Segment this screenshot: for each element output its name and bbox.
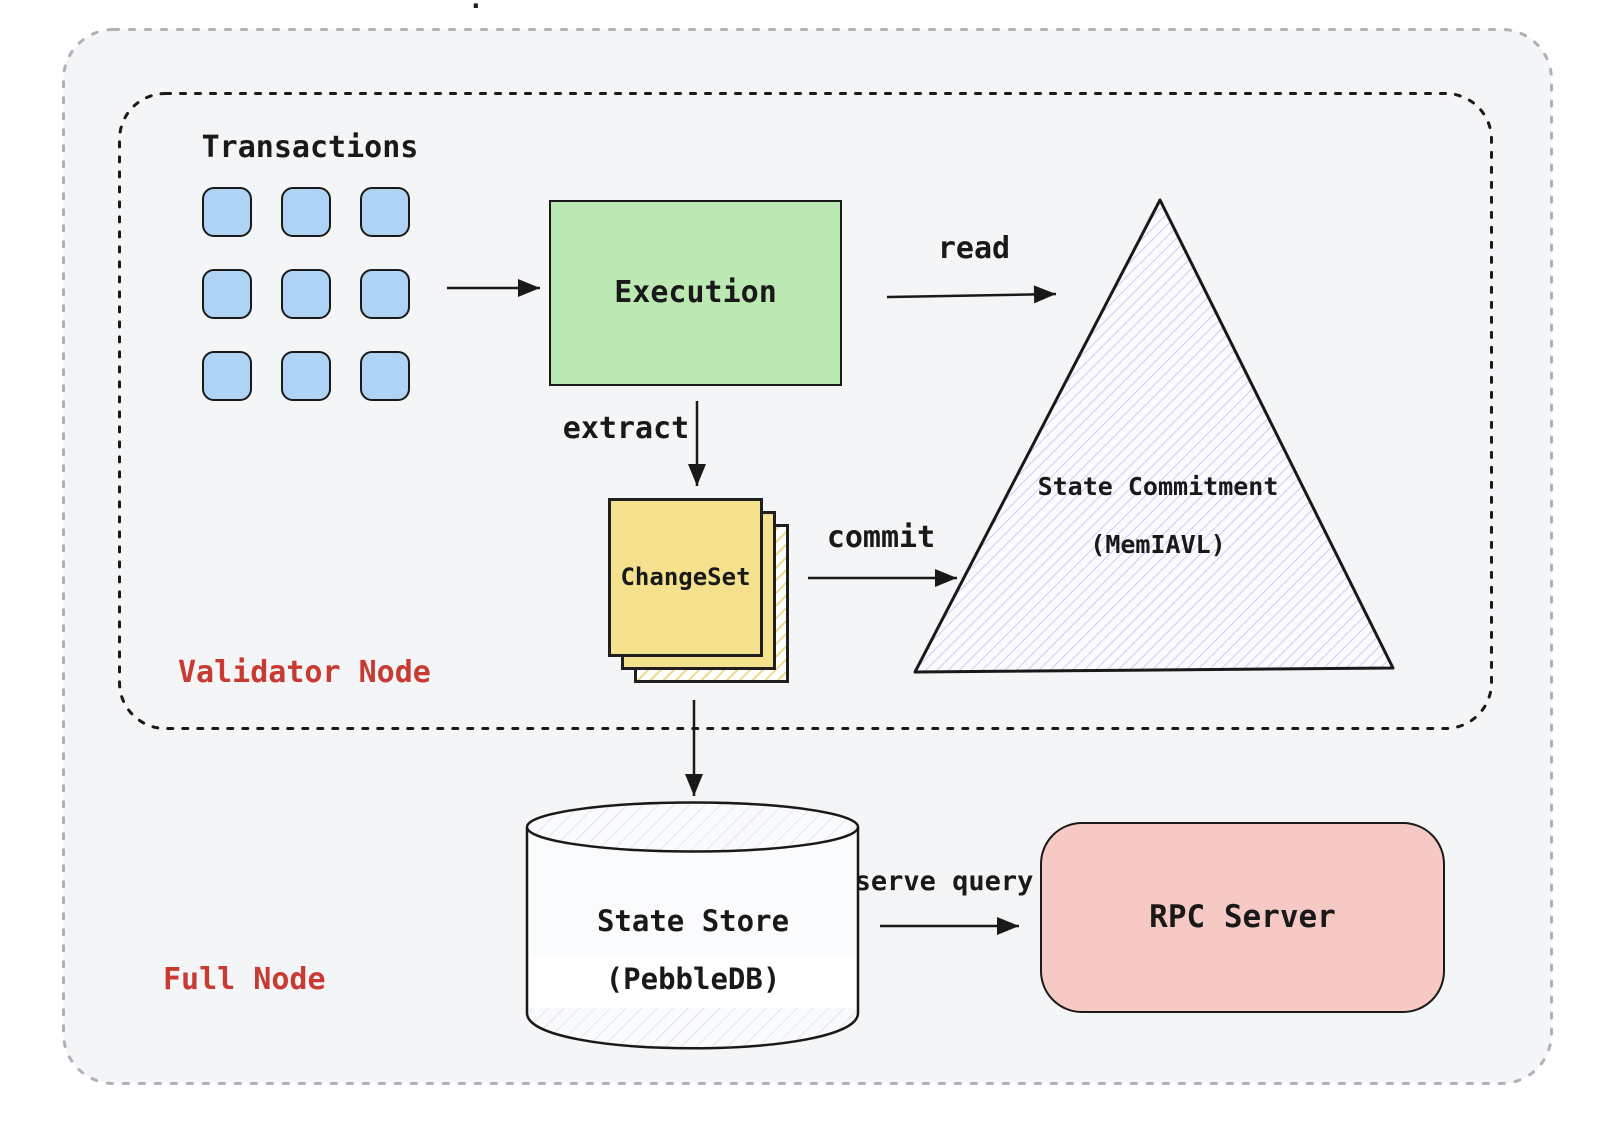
extract-arrow-label: extract (562, 411, 690, 446)
transactions-label: Transactions (201, 130, 419, 165)
full-node-label: Full Node (163, 962, 326, 997)
transaction-block (281, 187, 331, 237)
state-commitment-subtitle: (MemIAVL) (1090, 530, 1226, 559)
transaction-block (360, 269, 410, 319)
state-store-title: State Store (596, 904, 790, 938)
changeset-label: ChangeSet (620, 563, 751, 592)
validator-node-container (118, 92, 1493, 730)
stray-dot-mark: . (468, 0, 484, 15)
state-commitment-title: State Commitment (1037, 472, 1279, 501)
validator-node-label: Validator Node (178, 655, 431, 690)
serve-query-arrow-label: serve query (854, 866, 1034, 897)
rpc-server-label: RPC Server (1149, 898, 1336, 935)
rpc-server-node: RPC Server (1040, 822, 1445, 1013)
transaction-block (202, 187, 252, 237)
execution-node: Execution (549, 200, 842, 386)
transactions-grid (202, 187, 410, 401)
arrow-read (886, 285, 1057, 304)
state-store-subtitle: (PebbleDB) (605, 962, 781, 996)
transaction-block (360, 351, 410, 401)
transaction-block (281, 269, 331, 319)
transaction-block (281, 351, 331, 401)
read-arrow-label: read (937, 231, 1011, 266)
execution-label: Execution (614, 275, 777, 310)
transaction-block (202, 269, 252, 319)
state-commitment-triangle (913, 198, 1395, 674)
commit-arrow-label: commit (826, 520, 936, 555)
changeset-node: ChangeSet (608, 498, 763, 657)
state-store-cylinder (525, 801, 860, 1050)
transaction-block (360, 187, 410, 237)
transaction-block (202, 351, 252, 401)
